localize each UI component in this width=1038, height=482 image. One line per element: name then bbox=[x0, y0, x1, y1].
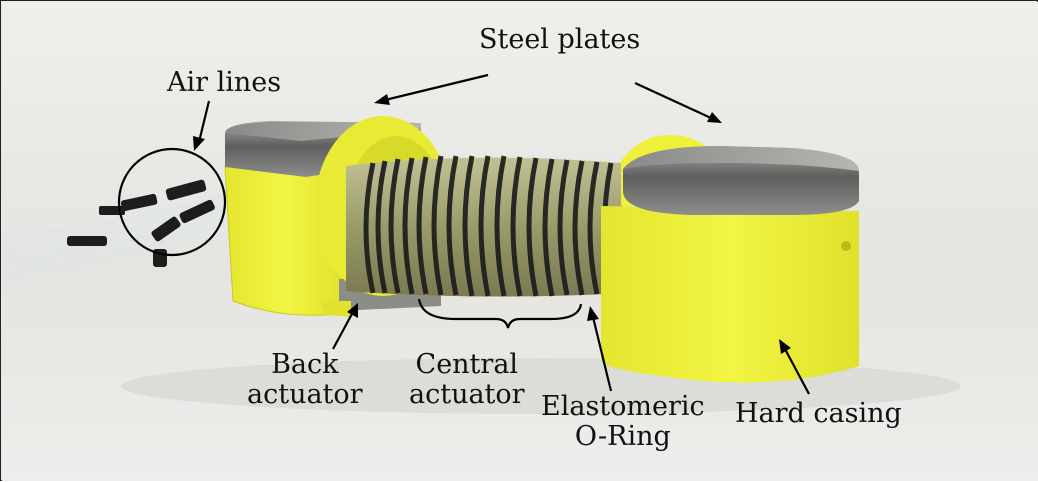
back-actuator-label: Back actuator bbox=[247, 349, 363, 410]
o-ring-stripes bbox=[363, 155, 614, 297]
air-lines-label: Air lines bbox=[167, 67, 282, 98]
hard-casing-label: Hard casing bbox=[735, 398, 902, 429]
elastomeric-oring-label: Elastomeric O-Ring bbox=[541, 391, 705, 452]
air-connectors bbox=[67, 179, 215, 267]
air-lines-circle bbox=[117, 147, 227, 257]
annotation-arrows bbox=[193, 73, 810, 395]
central-actuator-brace bbox=[417, 298, 583, 329]
casing-hole bbox=[841, 241, 851, 251]
central-actuator-label: Central actuator bbox=[409, 349, 525, 410]
front-steel-plate bbox=[623, 146, 859, 215]
central-actuator bbox=[346, 157, 626, 297]
steel-plates-label: Steel plates bbox=[479, 24, 641, 55]
